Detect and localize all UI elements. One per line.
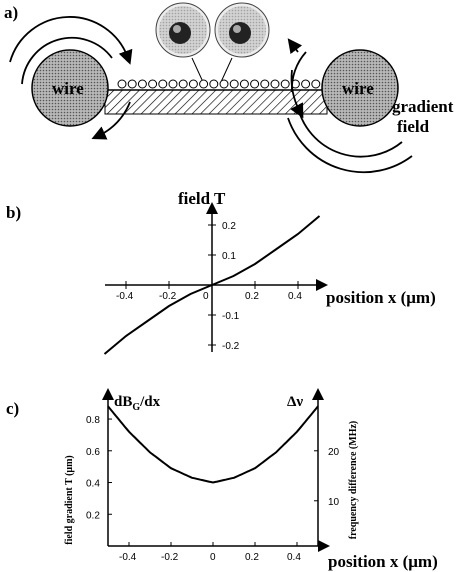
b-x-tick-label-0: -0.4	[116, 291, 134, 302]
molecule-14	[260, 79, 270, 89]
molecule-cluster-left	[155, 2, 211, 58]
molecule-10	[219, 79, 229, 89]
b-x-axis-label: position x (μm)	[326, 288, 436, 307]
c-left-top-label: dBG/dx	[114, 394, 161, 413]
c-left-tick-label-1: 0.6	[86, 447, 100, 458]
molecule-19	[311, 79, 321, 89]
field-arc-left-outer	[9, 16, 133, 65]
wire-left: wire	[31, 49, 109, 127]
b-x-tick-label-3: 0.2	[245, 291, 259, 302]
c-x-axis-label: position x (μm)	[328, 552, 438, 571]
c-gradient-curve	[107, 405, 319, 484]
wire-left-label: wire	[52, 79, 84, 98]
panel-a: a) wire wire	[4, 2, 454, 174]
panel-c-label: c)	[6, 399, 19, 418]
panel-b: b) field T position x (μm) -0.4 -0.2 0 0.2 0…	[6, 189, 436, 355]
gradient-label-line2: field	[397, 117, 430, 136]
c-x-tick-label-1: -0.2	[161, 552, 179, 563]
molecule-9	[209, 79, 219, 89]
wire-right-label: wire	[342, 79, 374, 98]
b-ticks: -0.4 -0.2 0 0.2 0.4 0.2 0.1 -0.1 -0.2	[116, 221, 302, 352]
c-right-top-label: Δν	[287, 394, 303, 410]
molecule-6	[178, 79, 188, 89]
panel-a-label: a)	[4, 3, 18, 22]
b-y-tick-label-0: 0.2	[222, 221, 236, 232]
field-arc-right-lower-1	[297, 107, 403, 158]
field-arc-right-lower-2	[287, 117, 413, 174]
molecule-1	[127, 79, 137, 89]
b-y-tick-label-2: -0.1	[222, 311, 240, 322]
b-y-axis-label: field T	[178, 189, 226, 208]
c-left-tick-label-0: 0.8	[86, 415, 100, 426]
molecule-12	[239, 79, 249, 89]
c-x-tick-label-3: 0.2	[245, 552, 259, 563]
c-x-tick-label-0: -0.4	[119, 552, 137, 563]
b-x-tick-label-1: -0.2	[159, 291, 177, 302]
pointer-line-right	[220, 57, 233, 83]
molecule-13	[250, 79, 260, 89]
field-arrow-right-upper	[287, 38, 303, 55]
molecule-2	[137, 79, 147, 89]
c-x-tick-label-4: 0.4	[287, 552, 301, 563]
molecule-3	[148, 79, 158, 89]
b-y-tick-label-1: 0.1	[222, 251, 236, 262]
molecule-11	[229, 79, 239, 89]
c-right-tick-label-0: 20	[328, 447, 340, 458]
molecule-18	[301, 79, 311, 89]
molecule-cluster-right	[214, 2, 270, 58]
molecule-4	[158, 79, 168, 89]
field-arc-left-lower	[91, 101, 131, 140]
pointer-line-left	[191, 57, 204, 83]
b-x-tick-label-2: 0	[203, 291, 209, 302]
c-left-tick-label-2: 0.4	[86, 479, 100, 490]
c-right-rotated-label: frequency difference (MHz)	[348, 421, 359, 539]
molecule-15	[270, 79, 280, 89]
molecule-7	[188, 79, 198, 89]
field-arc-right-side	[290, 69, 304, 119]
molecule-0	[117, 79, 127, 89]
c-ticks: -0.4 -0.2 0 0.2 0.4 0.8 0.6 0.4 0.2 20 10	[86, 415, 340, 563]
gradient-label-line1: gradient	[392, 97, 454, 116]
molecule-8	[199, 79, 209, 89]
field-arc-left-inner	[21, 36, 113, 85]
molecule-5	[168, 79, 178, 89]
b-x-tick-label-4: 0.4	[288, 291, 302, 302]
panel-c: c) dBG/dx Δν field gradient T (μm) frequ…	[6, 388, 438, 571]
c-x-tick-label-2: 0	[210, 552, 216, 563]
b-y-tick-label-3: -0.2	[222, 341, 240, 352]
c-left-tick-label-3: 0.2	[86, 510, 100, 521]
c-right-tick-label-1: 10	[328, 497, 340, 508]
c-left-rotated-label: field gradient T (μm)	[64, 455, 75, 544]
molecule-16	[280, 79, 290, 89]
b-field-curve	[103, 215, 321, 355]
molecule-row	[117, 79, 321, 89]
panel-b-label: b)	[6, 203, 21, 222]
wire-right: wire	[321, 49, 399, 127]
